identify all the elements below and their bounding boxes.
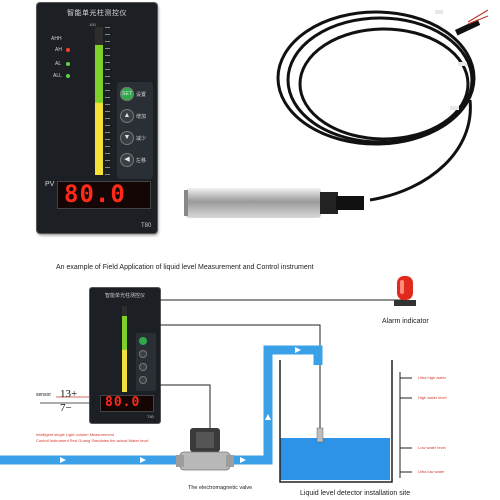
diagram-heading: An example of Field Application of liqui… <box>56 264 314 271</box>
bar-scale-ticks <box>105 27 110 175</box>
digital-display: 80.0 <box>57 180 151 209</box>
site-label: Liquid level detector installation site <box>300 490 411 497</box>
shift-button-label: 左移 <box>136 158 147 164</box>
alarm-led-red <box>66 48 70 52</box>
diagram-instrument: 智能单光柱测控仪 80.0 T80 <box>90 288 160 423</box>
set-button[interactable]: SET <box>120 87 134 101</box>
instrument-note-line-1: Intelligent single Light column Measurem… <box>36 432 115 437</box>
increase-button-label: 增加 <box>136 114 147 120</box>
level-label-ultra-high: Ultra high water <box>418 375 447 380</box>
pv-label: PV <box>45 181 55 188</box>
decrease-button[interactable]: ▼ <box>120 131 134 145</box>
indicator-ah: AH <box>55 47 62 53</box>
scale-top-label: 100 <box>89 22 96 27</box>
instrument-front-panel: 智能单光柱测控仪 AHH AH AL ALL 100 SET 设置 ▲ 增加 ▼… <box>37 3 157 233</box>
set-button-label: 设置 <box>136 92 147 98</box>
diagram-model-label: T80 <box>147 414 154 419</box>
bar-graph-fill <box>95 45 103 175</box>
alarm-led-green-1 <box>66 62 70 66</box>
model-label: T80 <box>141 223 152 229</box>
sensor-signal-minus: 7− <box>60 402 72 414</box>
diagram-instrument-title: 智能单光柱测控仪 <box>104 293 145 299</box>
instrument-note-line-2: Control instrument Red Guang Simulates t… <box>36 438 149 443</box>
display-value: 80.0 <box>64 180 126 208</box>
decrease-button-label: 减少 <box>136 136 147 142</box>
level-label-low: Low water level <box>418 445 446 450</box>
indicator-all: ALL <box>53 73 62 79</box>
indicator-ahh: AHH <box>51 36 62 42</box>
shift-button[interactable]: ◀ <box>120 153 134 167</box>
sensor-label: sensor <box>36 392 52 398</box>
diagram-set-button <box>139 337 147 345</box>
alarm-led-green-2 <box>66 74 70 78</box>
alarm-indicator-label: Alarm indicator <box>382 318 429 325</box>
sensor-signal-plus: 13+ <box>60 388 78 400</box>
diagram-down-button <box>139 363 147 371</box>
diagram-display: 80.0 <box>100 395 154 412</box>
diagram-shift-button <box>139 376 147 384</box>
diagram-display-value: 80.0 <box>105 395 141 410</box>
instrument-title: 智能单光柱测控仪 <box>67 10 127 17</box>
indicator-al: AL <box>55 61 62 67</box>
level-sensor-photo <box>184 9 489 218</box>
level-label-ultra-low: Ultra low water <box>418 469 445 474</box>
diagram-bar-fill <box>122 316 127 392</box>
level-label-high: High water level <box>418 395 447 400</box>
diagram-up-button <box>139 350 147 358</box>
valve-label: The electromagnetic valve <box>188 485 253 491</box>
increase-button[interactable]: ▲ <box>120 109 134 123</box>
